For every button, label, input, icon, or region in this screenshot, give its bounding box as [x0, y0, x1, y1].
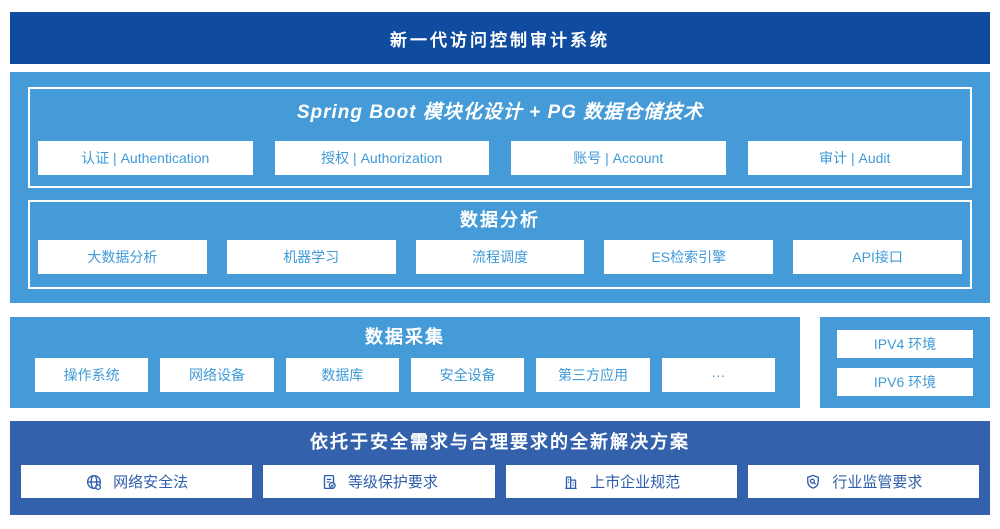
module-machine-learning: 机器学习: [226, 240, 396, 274]
module-big-data-analysis: 大数据分析: [38, 240, 207, 274]
solution-section: 依托于安全需求与合理要求的全新解决方案 网络安全法: [10, 421, 990, 515]
solution-requirements-row: 网络安全法 等级保护要求: [10, 465, 990, 498]
shield-search-icon: [804, 473, 822, 491]
data-collection-title: 数据采集: [365, 327, 445, 347]
requirement-label: 行业监管要求: [832, 474, 923, 491]
requirement-classified-protection: 等级保护要求: [263, 465, 495, 498]
solution-title: 依托于安全需求与合理要求的全新解决方案: [310, 432, 690, 452]
requirement-industry-supervision: 行业监管要求: [747, 465, 979, 498]
building-icon: [562, 473, 580, 491]
data-analysis-modules-row: 大数据分析 机器学习 流程调度 ES检索引擎 API接口: [30, 240, 970, 274]
spring-boot-panel: Spring Boot 模块化设计 + PG 数据仓储技术 认证 | Authe…: [28, 87, 972, 188]
globe-icon: [85, 473, 103, 491]
source-security-device: 安全设备: [410, 358, 525, 392]
source-operating-system: 操作系统: [35, 358, 149, 392]
data-collection-section: 数据采集 操作系统 网络设备 数据库 安全设备 第三方应用 ···: [10, 317, 800, 408]
data-collection-sources-row: 操作系统 网络设备 数据库 安全设备 第三方应用 ···: [10, 358, 800, 392]
source-database: 数据库: [285, 358, 399, 392]
module-audit: 审计 | Audit: [747, 141, 962, 175]
environments-section: IPV4 环境 IPV6 环境: [820, 317, 990, 408]
spring-boot-panel-title: Spring Boot 模块化设计 + PG 数据仓储技术: [296, 102, 704, 123]
requirement-listed-company: 上市企业规范: [505, 465, 737, 498]
page-title: 新一代访问控制审计系统: [390, 30, 610, 50]
module-es-search-engine: ES检索引擎: [604, 240, 774, 274]
requirement-label: 上市企业规范: [590, 474, 681, 491]
spring-boot-modules-row: 认证 | Authentication 授权 | Authorization 账…: [30, 141, 970, 175]
title-banner: 新一代访问控制审计系统: [10, 12, 990, 64]
requirement-label: 网络安全法: [113, 474, 189, 491]
requirement-label: 等级保护要求: [347, 474, 438, 491]
requirement-cybersecurity-law: 网络安全法: [21, 465, 253, 498]
module-api-interface: API接口: [793, 240, 962, 274]
data-analysis-panel-title: 数据分析: [460, 210, 540, 230]
source-third-party-app: 第三方应用: [536, 358, 650, 392]
module-authorization: 授权 | Authorization: [274, 141, 489, 175]
module-account: 账号 | Account: [511, 141, 726, 175]
source-more-ellipsis: ···: [661, 358, 775, 392]
data-analysis-panel: 数据分析 大数据分析 机器学习 流程调度 ES检索引擎 API接口: [28, 200, 972, 289]
source-network-device: 网络设备: [160, 358, 274, 392]
module-authentication: 认证 | Authentication: [38, 141, 253, 175]
platform-section: Spring Boot 模块化设计 + PG 数据仓储技术 认证 | Authe…: [10, 72, 990, 303]
module-process-scheduling: 流程调度: [415, 240, 585, 274]
document-check-icon: [320, 473, 338, 491]
env-ipv6: IPV6 环境: [837, 367, 973, 396]
env-ipv4: IPV4 环境: [837, 329, 973, 358]
